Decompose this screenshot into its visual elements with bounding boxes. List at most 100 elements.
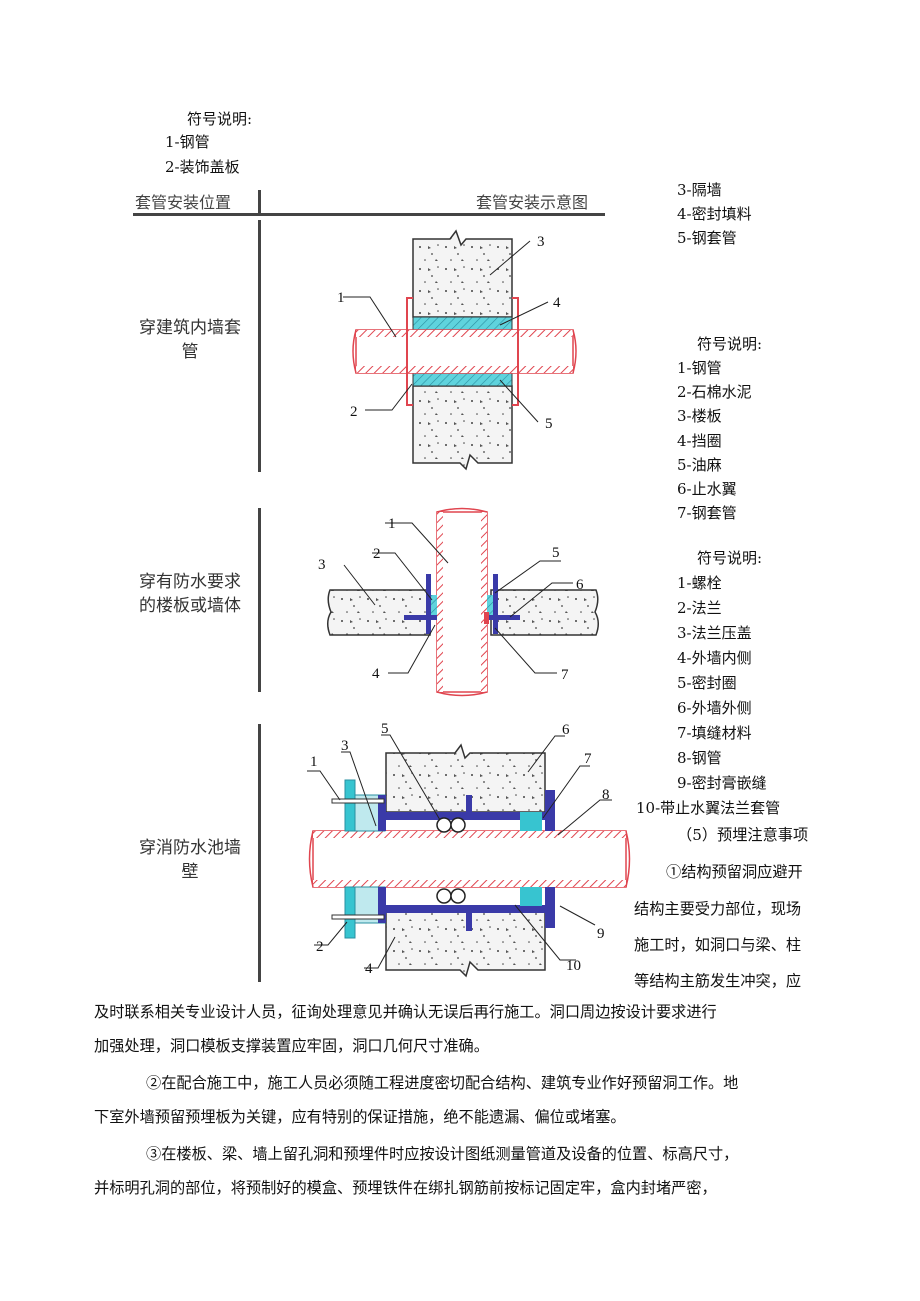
paragraph-3-line: ③在楼板、梁、墙上留孔洞和预埋件时应按设计图纸测量管道及设备的位置、标高尺寸， — [146, 1145, 739, 1163]
pipe-wall-top — [356, 330, 573, 337]
flange-gland-upper — [344, 779, 356, 832]
wing-lower — [466, 913, 472, 931]
svg-text:1: 1 — [337, 290, 345, 306]
legend1-item: 5-钢套管 — [677, 229, 737, 247]
legend3-item: 5-密封圈 — [677, 674, 737, 692]
svg-text:7: 7 — [584, 751, 592, 767]
paragraph-1-line: 及时联系相关专业设计人员，征询处理意见并确认无误后再行施工。洞口周边按设计要求进… — [94, 1003, 717, 1021]
legend3-item: 9-密封膏嵌缝 — [677, 774, 767, 792]
svg-text:4: 4 — [553, 295, 561, 311]
water-stop-wing-right — [487, 615, 520, 620]
pool-wall-lower — [385, 911, 546, 978]
svg-text:7: 7 — [561, 667, 569, 683]
cover-plate-right — [512, 297, 519, 406]
svg-text:4: 4 — [365, 961, 373, 977]
table-header-separator — [258, 190, 261, 216]
oakum-left — [431, 595, 437, 615]
flange-gland-lower — [344, 886, 356, 939]
bolt-upper — [331, 798, 385, 804]
paragraph-1-line: 结构主要受力部位，现场 — [634, 900, 802, 918]
water-stop-wing-left — [404, 615, 437, 620]
oakum-right — [487, 595, 493, 615]
vertical-steel-pipe — [436, 511, 488, 693]
paragraph-3-line: 并标明孔洞的部位，将预制好的模盒、预埋铁件在绑扎钢筋前按标记固定牢，盒内封堵严密… — [94, 1179, 717, 1197]
diagram-fire-pool-wall: 1 3 5 6 7 8 2 4 9 10 — [307, 721, 631, 978]
pool-wall-upper — [385, 743, 546, 813]
seal-ring — [450, 817, 466, 833]
svg-text:2: 2 — [373, 546, 381, 562]
svg-text:3: 3 — [318, 557, 326, 573]
row-label-fire-pool-wall: 穿消防水池墙壁 — [139, 838, 241, 882]
legend3-item: 6-外墙外侧 — [677, 699, 752, 717]
legend3-item: 4-外墙内侧 — [677, 649, 752, 667]
svg-text:9: 9 — [597, 926, 605, 942]
retaining-ring-right — [493, 574, 498, 634]
svg-text:3: 3 — [341, 738, 349, 754]
legend1-title: 符号说明: — [187, 110, 253, 128]
paragraph-1-line: 加强处理，洞口模板支撑装置应牢固，洞口几何尺寸准确。 — [94, 1037, 489, 1055]
paragraph-2-line: ②在配合施工中，施工人员必须随工程进度密切配合结构、建筑专业作好预留洞工作。地 — [146, 1074, 739, 1092]
row-separator — [258, 508, 261, 692]
row-separator — [258, 220, 261, 472]
svg-text:5: 5 — [381, 721, 389, 737]
legend3-item: 7-填缝材料 — [677, 724, 752, 742]
wall-upper-concrete — [412, 229, 513, 318]
wall-lower-concrete — [412, 385, 513, 471]
retaining-ring-left — [426, 574, 431, 634]
legend2-title: 符号说明: — [697, 335, 763, 353]
svg-text:5: 5 — [552, 545, 560, 561]
legend3-item: 2-法兰 — [677, 599, 722, 617]
legend1-item: 3-隔墙 — [677, 181, 722, 199]
sleeve-lower — [370, 905, 550, 913]
paragraph-1-line: 等结构主筋发生冲突，应 — [634, 972, 802, 990]
seal-ring — [450, 888, 466, 904]
svg-text:6: 6 — [576, 577, 584, 593]
legend1-item: 2-装饰盖板 — [165, 158, 240, 176]
fire-steel-pipe — [312, 830, 627, 888]
diagram-waterproof-slab: 1 2 3 4 5 6 7 — [318, 507, 599, 697]
diagram-inner-wall: 1 2 3 4 5 — [337, 229, 577, 471]
svg-text:1: 1 — [388, 516, 396, 532]
svg-text:3: 3 — [537, 234, 545, 250]
legend1-item: 4-密封填料 — [677, 205, 752, 223]
steel-pipe — [355, 329, 574, 374]
seal-ring — [436, 817, 452, 833]
paragraph-2-line: 下室外墙预留预埋板为关键，应有特别的保证措施，绝不能遗漏、偏位或堵塞。 — [94, 1108, 626, 1126]
legend2-item: 2-石棉水泥 — [677, 383, 752, 401]
svg-text:5: 5 — [545, 416, 553, 432]
svg-text:2: 2 — [350, 404, 358, 420]
legend2-item: 6-止水翼 — [677, 480, 737, 498]
legend2-item: 5-油麻 — [677, 456, 722, 474]
legend2-item: 1-钢管 — [677, 359, 722, 377]
seal-ring — [436, 888, 452, 904]
row-label-inner-wall: 穿建筑内墙套管 — [139, 318, 241, 362]
table-header-position: 套管安装位置 — [135, 193, 232, 212]
bolt-lower — [331, 914, 385, 920]
pipe-wall-bottom — [356, 366, 573, 373]
slab-left — [327, 589, 431, 636]
seal-upper — [412, 316, 513, 332]
row-separator — [258, 724, 261, 982]
legend2-item: 3-楼板 — [677, 407, 722, 425]
sleeve-upper — [370, 812, 550, 820]
legend1-item: 1-钢管 — [165, 133, 210, 151]
legend3-item: 10-带止水翼法兰套管 — [636, 799, 781, 817]
legend2-item: 7-钢套管 — [677, 504, 737, 522]
svg-text:2: 2 — [316, 939, 324, 955]
legend2-item: 4-挡圈 — [677, 432, 722, 450]
row-label-waterproof-slab: 穿有防水要求的楼板或墙体 — [139, 572, 241, 616]
filler-lower — [520, 887, 542, 906]
svg-text:1: 1 — [310, 754, 318, 770]
svg-text:8: 8 — [602, 787, 610, 803]
svg-text:4: 4 — [372, 666, 380, 682]
svg-text:10: 10 — [566, 958, 581, 974]
legend3-title: 符号说明: — [697, 549, 763, 567]
table-header-diagram: 套管安装示意图 — [476, 193, 589, 212]
filler-upper — [520, 812, 542, 831]
paragraph-1-line: ①结构预留洞应避开 — [666, 863, 803, 881]
slab-right — [490, 589, 599, 636]
legend3-item: 3-法兰压盖 — [677, 624, 752, 642]
legend3-item: 8-钢管 — [677, 749, 722, 767]
table-header-rule — [133, 213, 605, 216]
